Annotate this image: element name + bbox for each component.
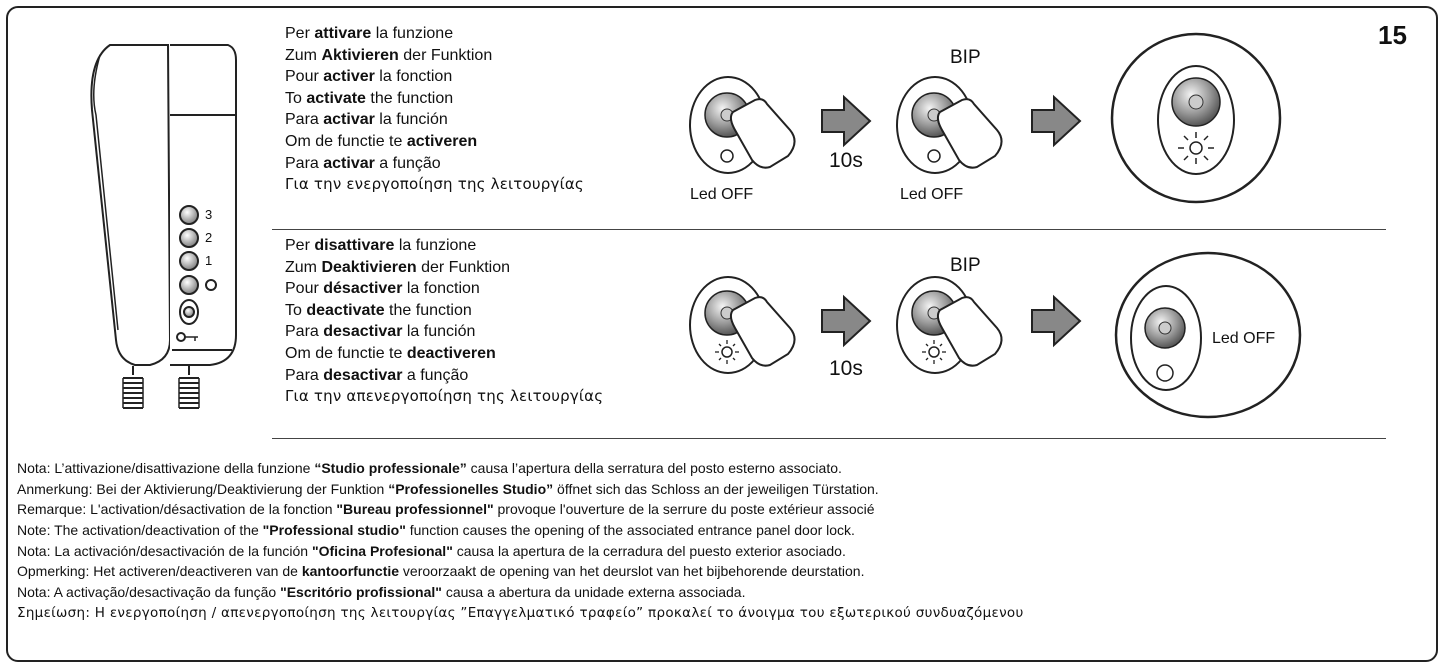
note-line: Opmerking: Het activeren/deactiveren van… <box>17 563 865 580</box>
deactivate-bip-label: BIP <box>950 255 981 276</box>
activate-result-led-on <box>1110 32 1282 204</box>
activate-step-2-button <box>896 76 1003 174</box>
note-line: Nota: A activação/desactivação da função… <box>17 584 746 601</box>
handset-button-label-1: 1 <box>205 253 213 268</box>
activate-instructions: Per attivare la funzione Zum Aktivieren … <box>285 23 584 196</box>
arrow-icon <box>1031 294 1082 348</box>
deactivate-duration-label: 10s <box>829 357 863 380</box>
finger-icon <box>729 98 796 169</box>
divider <box>272 229 1386 230</box>
instruction-line: Pour activer la fonction <box>285 68 453 86</box>
deactivate-instructions: Per disattivare la funzione Zum Deaktivi… <box>285 235 603 408</box>
finger-icon <box>936 98 1003 169</box>
page-frame <box>6 6 1438 662</box>
instruction-line: To activate the function <box>285 89 454 107</box>
activate-duration-label: 10s <box>829 149 863 172</box>
handset-button-label-2: 2 <box>205 230 213 245</box>
instruction-line: Per disattivare la funzione <box>285 237 477 254</box>
activate-bip-label: BIP <box>950 47 981 68</box>
deactivate-result-label: Led OFF <box>1212 330 1276 347</box>
arrow-icon <box>821 94 872 148</box>
activate-step-1-button <box>689 76 796 174</box>
note-line: Note: The activation/deactivation of the… <box>17 522 855 539</box>
note-line: Nota: L’attivazione/disattivazione della… <box>17 460 842 476</box>
instruction-line: Para activar a função <box>285 154 441 172</box>
instruction-line: Per attivare la funzione <box>285 25 454 42</box>
finger-icon <box>936 296 1003 367</box>
arrow-icon <box>821 294 872 348</box>
instruction-line: Για την ενεργοποίηση της λειτουργίας <box>285 175 584 194</box>
instruction-line: Για την απενεργοποίηση της λειτουργίας <box>285 387 604 406</box>
note-line: Remarque: L'activation/désactivation de … <box>17 501 875 518</box>
instruction-line: To deactivate the function <box>285 301 472 319</box>
note-line: Nota: La activación/desactivación de la … <box>17 542 846 559</box>
instruction-line: Pour désactiver la fonction <box>285 280 480 298</box>
instruction-line: Para desactivar a função <box>285 366 469 384</box>
instruction-line: Para activar la función <box>285 111 448 129</box>
deactivate-result-led-off <box>1114 251 1302 419</box>
note-line: Anmerkung: Bei der Aktivierung/Deaktivie… <box>17 480 879 497</box>
deactivate-step-2-button <box>896 276 1003 374</box>
finger-icon <box>729 296 796 367</box>
activate-led-label-2: Led OFF <box>900 186 964 203</box>
instruction-line: Zum Deaktivieren der Funktion <box>285 258 511 276</box>
handset-button-label-3: 3 <box>205 207 213 222</box>
instruction-line: Zum Aktivieren der Funktion <box>285 46 493 64</box>
page-number: 15 <box>1378 20 1407 50</box>
activate-led-label-1: Led OFF <box>690 186 754 203</box>
instruction-line: Om de functie te deactiveren <box>285 344 496 362</box>
deactivate-step-1-button <box>689 276 796 374</box>
notes: Nota: L’attivazione/disattivazione della… <box>17 458 1024 624</box>
instruction-line: Para desactivar la función <box>285 323 476 341</box>
arrow-icon <box>1031 94 1082 148</box>
note-line: Σημείωση: Η ενεργοποίηση / απενεργοποίησ… <box>17 604 1024 621</box>
handset-illustration <box>90 44 237 409</box>
instruction-line: Om de functie te activeren <box>285 132 478 150</box>
divider <box>272 438 1386 439</box>
